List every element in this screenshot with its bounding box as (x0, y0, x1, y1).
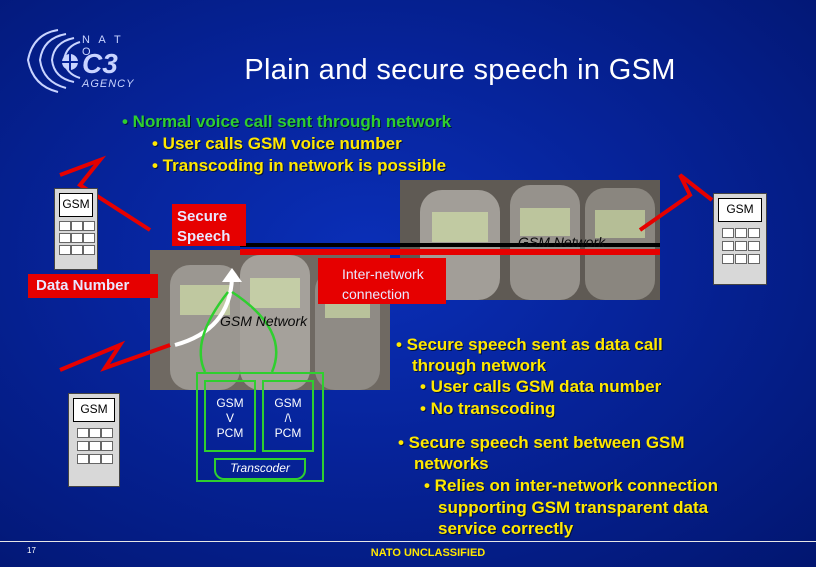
keypad-key-icon (722, 254, 734, 264)
inter-network-label: Inter-network connection (318, 258, 446, 304)
keypad-key-icon (71, 245, 83, 255)
right-bullet-1-sub2: • No transcoding (420, 399, 555, 419)
keypad-key-icon (83, 233, 95, 243)
data-number-label: Data Number (28, 274, 158, 298)
secure-speech-label: Secure Speech (172, 204, 246, 250)
inter-network-box: Inter-network connection (318, 258, 446, 304)
keypad-key-icon (71, 221, 83, 231)
phone-bottom-left-screen: GSM (73, 398, 115, 422)
keypad-key-icon (77, 454, 89, 464)
keypad-key-icon (77, 428, 89, 438)
keypad-key-icon (59, 245, 71, 255)
keypad-key-icon (735, 254, 747, 264)
gsm-network-left-label: GSM Network (220, 313, 307, 329)
keypad-key-icon (59, 233, 71, 243)
right-bullet-1-cont: through network (412, 356, 546, 376)
right-bullet-2-sub1-cont1: supporting GSM transparent data (438, 498, 708, 518)
keypad-key-icon (101, 441, 113, 451)
keypad-key-icon (101, 428, 113, 438)
keypad-key-icon (83, 221, 95, 231)
keypad-key-icon (83, 245, 95, 255)
keypad-key-icon (748, 228, 760, 238)
keypad-key-icon (748, 241, 760, 251)
phone-bottom-left: GSM (68, 393, 120, 487)
transcoder-label: Transcoder (216, 460, 304, 476)
right-bullet-1-sub1: • User calls GSM data number (420, 377, 661, 397)
secure-speech-box: Secure Speech (172, 204, 246, 246)
keypad-key-icon (89, 454, 101, 464)
link-bottom-left (60, 345, 170, 370)
transcoder-label-box: Transcoder (214, 458, 306, 480)
keypad-key-icon (59, 221, 71, 231)
green-link-right (232, 292, 276, 372)
gsm-network-right-label: GSM Network (518, 234, 605, 250)
footer-divider (0, 541, 816, 542)
right-bullet-2-sub1: • Relies on inter-network connection (424, 476, 718, 496)
transcoder-left-box: GSM V PCM (204, 380, 256, 452)
keypad-key-icon (89, 441, 101, 451)
right-bullet-2-main: • Secure speech sent between GSM (398, 433, 685, 453)
keypad-key-icon (89, 428, 101, 438)
keypad-key-icon (71, 233, 83, 243)
arrowhead-up-icon (222, 268, 242, 282)
keypad-key-icon (735, 228, 747, 238)
page-number: 17 (27, 546, 36, 555)
phone-top-left-screen: GSM (59, 193, 93, 217)
right-bullet-2-sub1-cont2: service correctly (438, 519, 573, 539)
transcoder-left-label: GSM V PCM (206, 382, 254, 441)
keypad-key-icon (722, 228, 734, 238)
phone-top-right-screen: GSM (718, 198, 762, 222)
green-link-left (201, 292, 228, 372)
keypad-key-icon (722, 241, 734, 251)
keypad-key-icon (77, 441, 89, 451)
right-bullet-2-cont: networks (414, 454, 489, 474)
link-top-right (640, 175, 712, 230)
transcoder-right-label: GSM /\ PCM (264, 382, 312, 441)
right-bullet-1-main: • Secure speech sent as data call (396, 335, 663, 355)
keypad-key-icon (735, 241, 747, 251)
keypad-key-icon (101, 454, 113, 464)
data-number-box: Data Number (28, 274, 158, 298)
keypad-key-icon (748, 254, 760, 264)
phone-top-right: GSM (713, 193, 767, 285)
classification-label: NATO UNCLASSIFIED (328, 547, 528, 559)
transcoder-right-box: GSM /\ PCM (262, 380, 314, 452)
phone-top-left: GSM (54, 188, 98, 270)
